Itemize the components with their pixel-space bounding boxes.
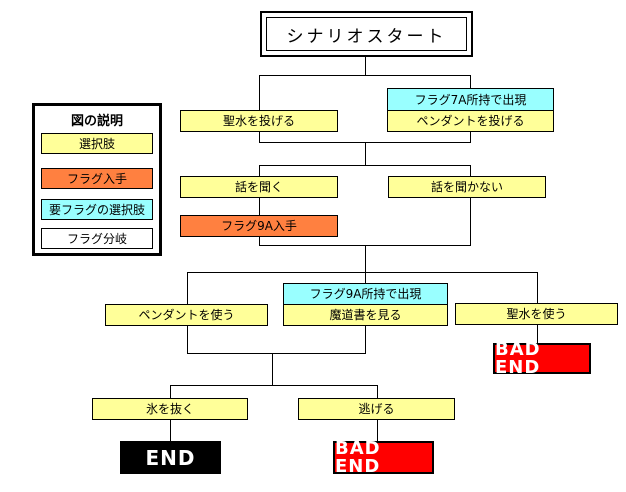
connector-line — [272, 353, 273, 385]
node-get-flag-9a: フラグ9A入手 — [180, 215, 338, 237]
node-not-listen-story: 話を聞かない — [388, 176, 546, 198]
node-read-grimoire: 魔道書を見る — [283, 304, 448, 326]
node-listen-story: 話を聞く — [180, 176, 338, 198]
node-throw-pendant: ペンダントを投げる — [387, 110, 554, 132]
connector-line — [377, 385, 378, 398]
connector-line — [377, 420, 378, 441]
legend-item-flag-branch: フラグ分岐 — [41, 228, 153, 249]
connector-line — [259, 165, 471, 166]
node-pull-ice: 氷を抜く — [92, 398, 248, 420]
node-bad-end-right: BAD END — [493, 340, 591, 376]
connector-line — [170, 385, 171, 398]
node-end: END — [120, 441, 221, 474]
connector-line — [187, 326, 188, 353]
connector-line — [365, 142, 366, 165]
connector-line — [170, 420, 171, 441]
scenario-start-title: シナリオスタート — [266, 17, 467, 51]
connector-line — [259, 132, 260, 142]
connector-line — [187, 272, 188, 304]
node-flag-7a-condition: フラグ7A所持で出現 — [387, 88, 554, 110]
node-bad-end-bottom: BAD END — [333, 439, 434, 475]
legend-title: 図の説明 — [70, 114, 123, 129]
connector-line — [537, 272, 538, 303]
legend-box: 図の説明 選択肢 フラグ入手 要フラグの選択肢 フラグ分岐 — [32, 103, 162, 256]
legend-item-flag-get: フラグ入手 — [41, 168, 153, 189]
connector-line — [470, 75, 471, 88]
legend-item-choice: 選択肢 — [41, 133, 153, 154]
node-run-away: 逃げる — [298, 398, 455, 420]
connector-line — [470, 132, 471, 142]
connector-line — [470, 165, 471, 176]
connector-line — [187, 272, 538, 273]
connector-line — [259, 165, 260, 176]
node-throw-holy-water: 聖水を投げる — [180, 110, 338, 132]
connector-line — [259, 198, 260, 215]
connector-line — [170, 385, 378, 386]
connector-line — [259, 237, 260, 245]
node-flag-9a-condition: フラグ9A所持で出現 — [283, 283, 448, 304]
connector-line — [365, 245, 366, 272]
legend-item-flag-choice: 要フラグの選択肢 — [41, 199, 153, 220]
connector-line — [537, 325, 538, 343]
node-use-holy-water: 聖水を使う — [455, 303, 618, 325]
connector-line — [470, 198, 471, 245]
connector-line — [187, 353, 366, 354]
connector-line — [365, 326, 366, 353]
connector-line — [365, 57, 366, 75]
connector-line — [365, 272, 366, 283]
node-use-pendant: ペンダントを使う — [105, 304, 268, 326]
connector-line — [259, 75, 260, 110]
connector-line — [259, 75, 471, 76]
scenario-start-box: シナリオスタート — [260, 11, 473, 57]
